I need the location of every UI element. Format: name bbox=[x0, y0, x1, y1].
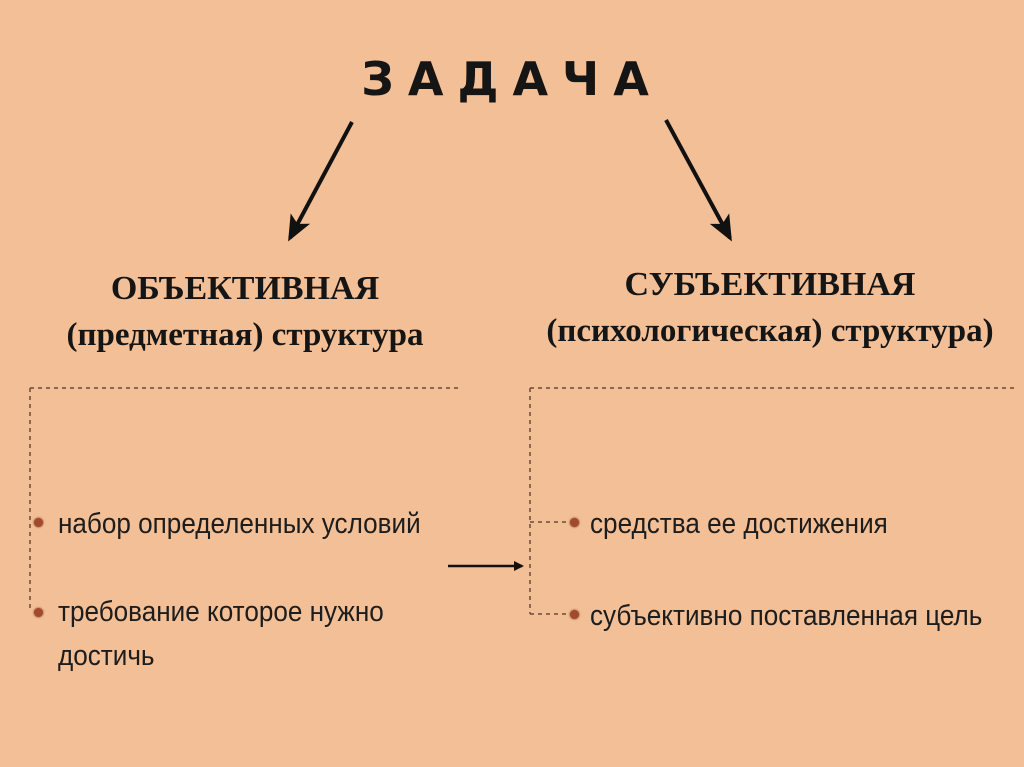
subjective-item-means: средства ее достижения bbox=[590, 508, 888, 540]
objective-heading-line2: (предметная) структура bbox=[66, 317, 424, 353]
subjective-heading-line1: СУБЪЕКТИВНАЯ bbox=[624, 266, 916, 303]
bullet-icon bbox=[34, 608, 43, 617]
diagram-title: ЗАДАЧА bbox=[361, 52, 663, 106]
arrow-to-subjective bbox=[664, 119, 732, 242]
objective-item-conditions: набор определенных условий bbox=[58, 508, 421, 540]
subjective-heading-line2: (психологическая) структура) bbox=[546, 313, 994, 349]
subjective-item-goal: субъективно поставленная цель bbox=[590, 600, 983, 632]
objective-item-requirement: требование которое нужно достичь bbox=[58, 596, 384, 672]
arrow-to-objective bbox=[288, 121, 354, 242]
right-bracket bbox=[529, 387, 1018, 615]
bullet-icon bbox=[570, 518, 579, 527]
bullet-icon bbox=[34, 518, 43, 527]
bullet-icon bbox=[570, 610, 579, 619]
objective-heading-line1: ОБЪЕКТИВНАЯ bbox=[110, 270, 380, 307]
objective-heading: ОБЪЕКТИВНАЯ (предметная) структура bbox=[30, 266, 460, 358]
subjective-heading: СУБЪЕКТИВНАЯ (психологическая) структура… bbox=[520, 262, 1020, 354]
left-bracket bbox=[29, 387, 458, 612]
